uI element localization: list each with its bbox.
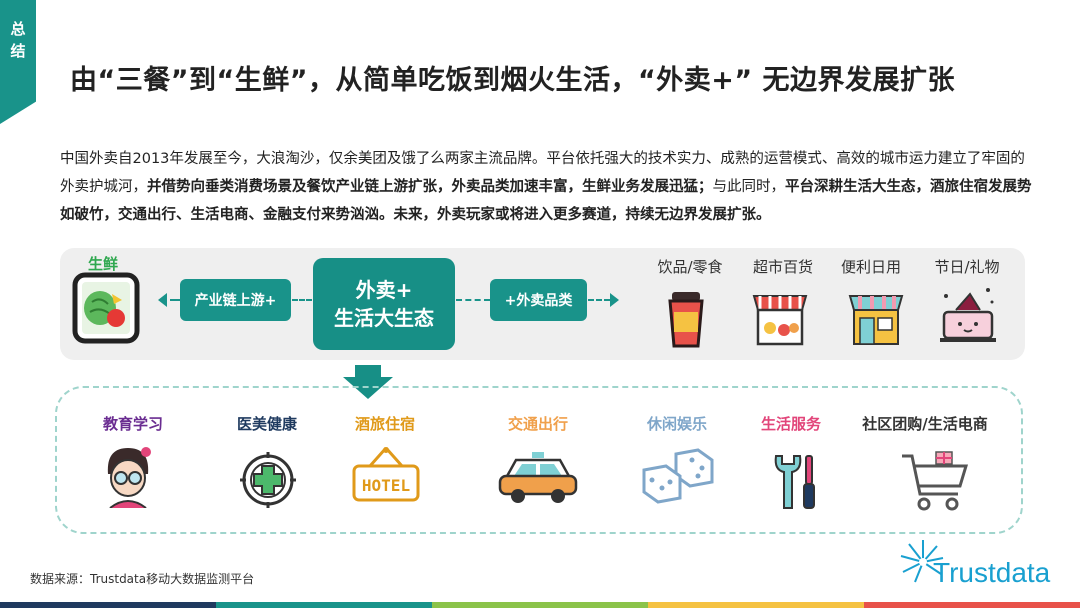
service-label-education: 教育学习 [102,415,163,433]
center-line-1: 外卖+ [355,278,413,302]
drink-cup-icon [668,292,704,348]
down-arrow-icon [343,365,393,399]
dice-icon [642,448,714,504]
service-label-hotel: 酒旅住宿 [354,415,415,433]
intro-text-4: 平台深耕生活大生态，酒旅住宿发展势如破竹，交通出行、生活电商、金融支付来势汹汹。… [60,179,1032,223]
medical-cross-icon [240,452,296,508]
side-tab-label: 总结 [10,20,26,60]
fresh-produce-icon [72,272,140,344]
supermarket-store-icon [752,295,808,346]
side-tab [0,0,36,124]
fresh-label: 生鲜 [88,255,119,273]
left-connector [170,299,182,301]
svg-text:Trustdata: Trustdata [933,557,1051,588]
convenience-store-icon [848,295,904,345]
category-label-drinks: 饮品/零食 [657,258,723,276]
category-label-convenience: 便利日用 [840,258,901,276]
tools-icon [774,455,815,509]
left-arrow-head [158,293,167,307]
shopping-cart-icon [902,451,969,511]
center-line-2: 生活大生态 [334,306,434,330]
hotel-sign-icon: HOTEL [352,447,420,502]
service-label-life-services: 生活服务 [760,415,821,433]
footer-segment [432,602,648,608]
page-title: 由“三餐”到“生鲜”，从简单吃饭到烟火生活，“外卖+” 无边界发展扩张 [70,65,955,96]
right-center-connector [456,299,490,301]
services-panel [55,386,1023,534]
category-label-supermarket: 超市百货 [752,258,813,276]
intro-text-1: 中国外卖自2013年发展至今，大浪淘沙，仅余美团及饿了么两家主流品牌。平台依托强… [60,151,1025,195]
service-label-leisure: 休闲娱乐 [646,415,707,433]
student-icon [107,447,151,508]
footer-color-bar [0,602,1080,608]
data-source: 数据来源：Trustdata移动大数据监测平台 [30,572,255,586]
service-label-community: 社区团购/生活电商 [862,415,988,433]
intro-paragraph: 中国外卖自2013年发展至今，大浪淘沙，仅余美团及饿了么两家主流品牌。平台依托强… [60,145,1035,229]
right-arrow-head [610,293,619,307]
intro-text-3: 与此同时， [712,179,786,195]
service-label-medical: 医美健康 [236,415,297,433]
svg-text:HOTEL: HOTEL [362,476,410,495]
left-center-connector [292,299,312,301]
category-button: +外卖品类 [490,279,587,321]
footer-segment [648,602,864,608]
right-connector [588,299,610,301]
trustdata-logo: Trustdata [900,540,1051,588]
center-box: 外卖+ 生活大生态 [313,258,455,350]
category-label-gifts: 节日/礼物 [934,258,1000,276]
taxi-car-icon [498,452,578,503]
intro-text-2: 并借势向垂类消费场景及餐饮产业链上游扩张，外卖品类加速丰富，生鲜业务发展迅猛； [147,179,713,195]
service-label-transport: 交通出行 [507,415,568,433]
gift-cake-icon [940,288,996,342]
upstream-button: 产业链上游+ [180,279,291,321]
footer-segment [216,602,432,608]
footer-segment [0,602,216,608]
footer-segment [864,602,1080,608]
